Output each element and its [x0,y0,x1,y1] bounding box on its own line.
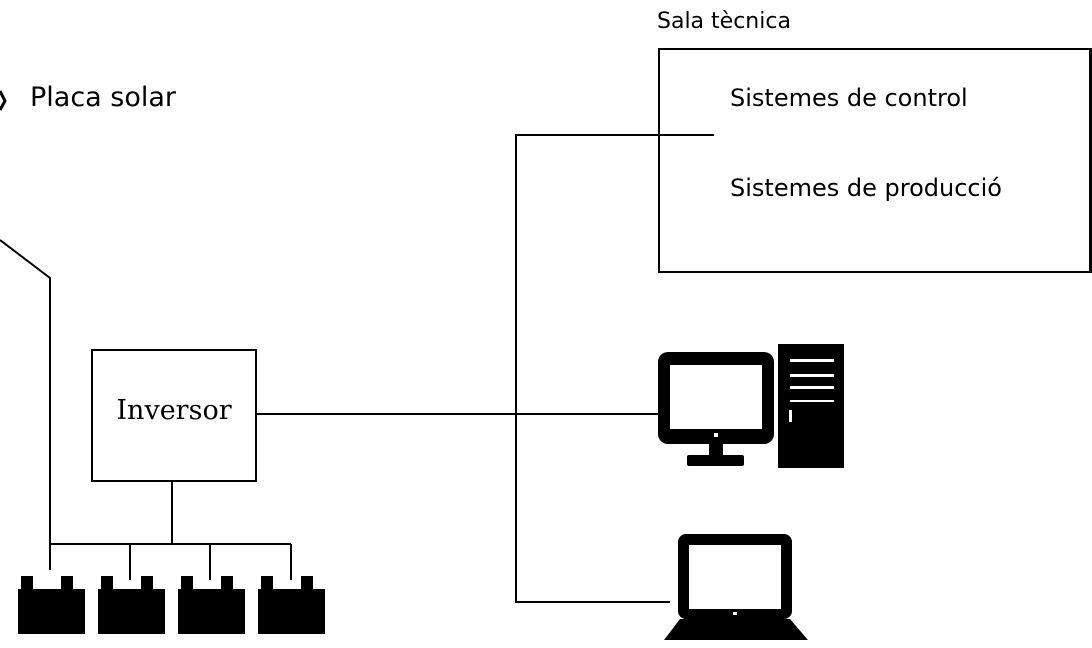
inverter-label: Inversor [116,395,232,426]
technical-room-box [658,48,1092,273]
battery-icon [18,576,85,634]
network-backbone [515,134,714,603]
technical-room-title: Sala tècnica [657,9,791,34]
production-systems-label: Sistemes de producció [730,174,1002,202]
solar-cable [0,239,51,570]
control-systems-label: Sistemes de control [730,84,968,112]
battery-icon [98,576,165,634]
laptop-icon [664,534,808,640]
battery-icon [258,576,325,634]
battery-icon [178,576,245,634]
desktop-computer-icon [658,344,844,468]
solar-panel-icon [0,90,7,111]
solar-panel-label: Placa solar [30,82,177,113]
inverter-box: Inversor [91,349,257,482]
